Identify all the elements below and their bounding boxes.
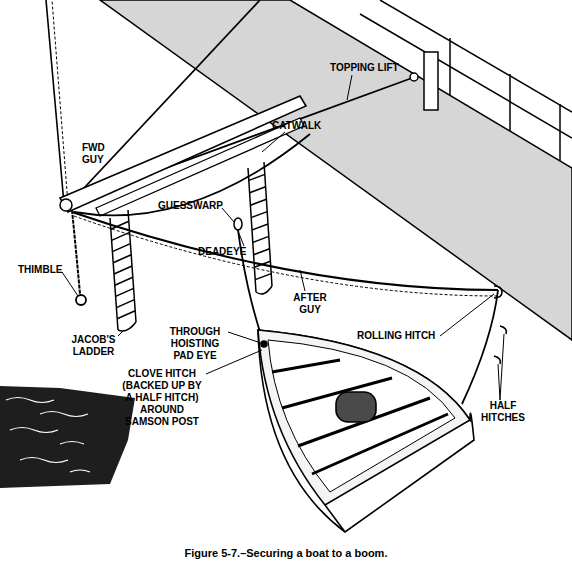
ladder-rails <box>248 162 272 294</box>
leader-line <box>440 294 494 336</box>
part-label: JACOB'S LADDER <box>66 334 121 358</box>
part-label: THIMBLE <box>18 264 62 276</box>
part-label: DEADEYE <box>198 246 246 258</box>
leader-lines <box>62 75 504 400</box>
jacobs-ladder <box>248 162 272 294</box>
part-label: TOPPING LIFT <box>330 62 399 74</box>
part-label: HALF HITCHES <box>476 400 530 424</box>
leader-line <box>498 364 500 400</box>
guesswarp <box>74 134 310 215</box>
catwalk <box>96 118 304 216</box>
boat-engine <box>336 392 376 422</box>
leader-line <box>347 75 352 100</box>
boom <box>60 96 306 212</box>
thimble-line <box>72 210 80 294</box>
boat-gunwale <box>258 330 470 505</box>
after-guy <box>74 216 498 296</box>
forward-guy <box>52 0 68 204</box>
part-label: CLOVE HITCH (BACKED UP BY A HALF HITCH) … <box>118 368 206 428</box>
deck-railing <box>360 0 572 161</box>
rigging <box>46 0 418 204</box>
boat-thwarts <box>272 360 448 474</box>
leader-line <box>500 334 504 400</box>
leader-line <box>222 208 234 222</box>
deadeye <box>234 218 242 230</box>
leader-line <box>62 272 78 296</box>
stanchion <box>559 104 561 161</box>
ladder-rungs <box>249 174 271 279</box>
boom-tip-fitting <box>60 199 72 211</box>
water-surface <box>0 386 135 488</box>
part-label: THROUGH HOISTING PAD EYE <box>162 326 228 362</box>
rail <box>360 14 572 138</box>
leader-line <box>228 332 261 343</box>
ladder-rungs <box>111 221 135 319</box>
part-label: CATWALK <box>272 120 321 132</box>
hitch-knots <box>494 286 506 364</box>
water <box>0 386 135 488</box>
boat-stem <box>325 505 345 532</box>
wave-lines <box>6 398 90 473</box>
stern-line <box>462 290 498 404</box>
topping-lift <box>70 0 260 203</box>
part-label: GUESSWARP <box>158 200 223 212</box>
hoisting-pad-eye <box>261 341 267 347</box>
ladder-rails <box>110 210 136 331</box>
jacobs-ladder <box>110 210 136 331</box>
boat <box>258 330 474 532</box>
leader-line <box>300 270 305 291</box>
rail <box>380 0 572 112</box>
lift-eye <box>410 73 418 81</box>
boat-inner <box>268 340 455 492</box>
boat-hull <box>258 330 474 532</box>
leader-line <box>118 330 124 336</box>
thimble <box>76 295 86 305</box>
part-label: ROLLING HITCH <box>357 330 435 342</box>
leader-line <box>262 132 285 152</box>
forward-guy <box>46 0 64 204</box>
deck-post <box>424 52 438 110</box>
after-guy <box>72 212 498 290</box>
leader-line <box>238 231 244 246</box>
figure-caption: Figure 5-7.–Securing a boat to a boom. <box>0 546 572 560</box>
part-label: AFTER GUY <box>290 292 330 316</box>
part-label: FWD GUY <box>82 142 112 166</box>
